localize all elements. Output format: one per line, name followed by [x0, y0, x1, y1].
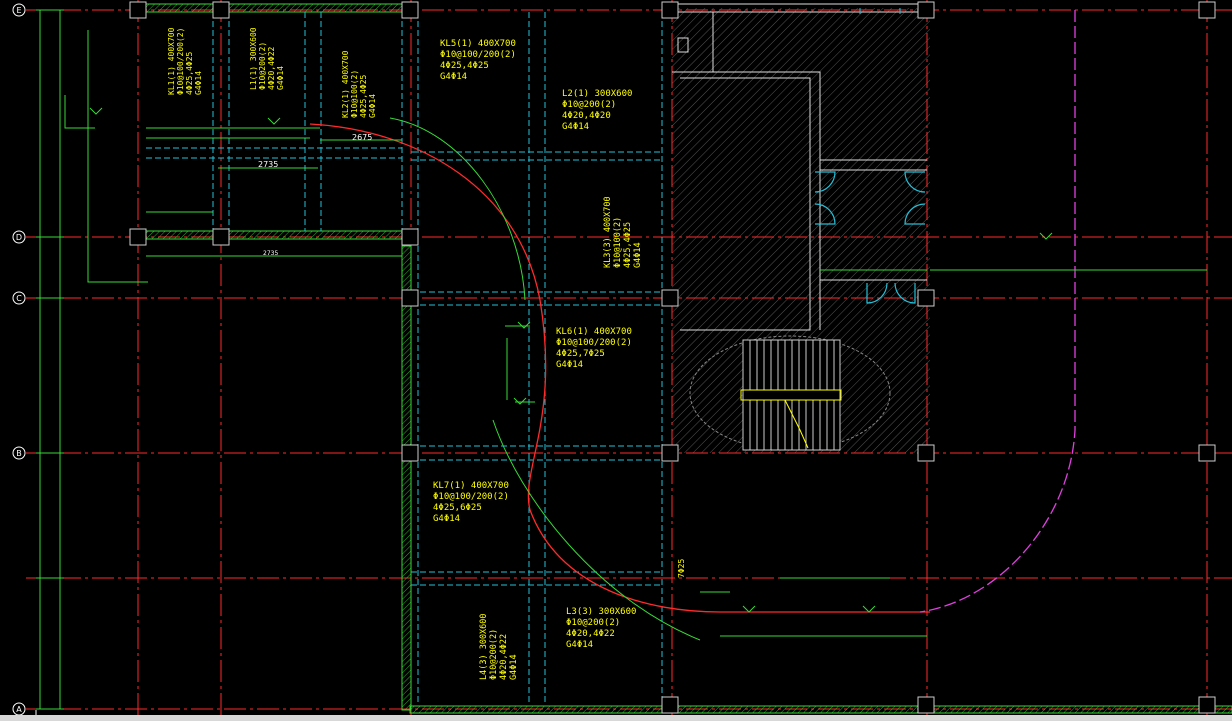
- svg-text:Φ10@100(2): Φ10@100(2): [613, 217, 623, 268]
- svg-text:4Φ20,4Φ22: 4Φ20,4Φ22: [499, 634, 509, 680]
- svg-text:L3(3) 300X600: L3(3) 300X600: [566, 607, 636, 617]
- svg-text:7Φ25: 7Φ25: [677, 559, 686, 578]
- beam-label-KL1: KL1(1) 400X700 Φ10@100/200(2) 4Φ25,4Φ25 …: [167, 27, 203, 95]
- svg-text:G4Φ14: G4Φ14: [633, 242, 643, 268]
- beam-label-L1: L1(1) 300X600 Φ10@200(2) 4Φ20,4Φ22 G4Φ14: [249, 27, 285, 90]
- doors: [814, 171, 926, 304]
- svg-text:Φ10@100(2): Φ10@100(2): [350, 70, 359, 118]
- dim-2735-a: 2735: [258, 160, 278, 169]
- svg-text:A: A: [16, 705, 22, 714]
- svg-text:4Φ25,4Φ25: 4Φ25,4Φ25: [623, 222, 633, 268]
- beam-label-L4: L4(3) 300X600 Φ10@200(2) 4Φ20,4Φ22 G4Φ14: [479, 613, 519, 680]
- axis-bubble-A: A: [12, 702, 26, 716]
- columns: [129, 1, 1216, 714]
- core-walls: [672, 12, 927, 331]
- svg-text:Φ10@200(2): Φ10@200(2): [566, 618, 620, 628]
- svg-text:B: B: [16, 449, 22, 458]
- svg-text:KL1(1) 400X700: KL1(1) 400X700: [167, 27, 176, 95]
- axis-bubble-D: D: [12, 230, 26, 244]
- beam-label-KL7: KL7(1) 400X700 Φ10@100/200(2) 4Φ25,6Φ25 …: [433, 481, 509, 524]
- beam-label-L3: L3(3) 300X600 Φ10@200(2) 4Φ20,4Φ22 G4Φ14: [566, 607, 636, 650]
- dim-2675: 2675: [352, 133, 372, 142]
- dimension-lines: [146, 127, 1207, 637]
- svg-text:G4Φ14: G4Φ14: [276, 66, 285, 90]
- svg-text:4Φ20,4Φ20: 4Φ20,4Φ20: [562, 111, 611, 121]
- svg-text:4Φ25,7Φ25: 4Φ25,7Φ25: [556, 349, 605, 359]
- axis-bubble-E: E: [12, 3, 26, 17]
- svg-text:4Φ25,4Φ25: 4Φ25,4Φ25: [185, 51, 194, 95]
- stair-treads: [749, 340, 835, 450]
- svg-text:E: E: [16, 6, 21, 15]
- svg-text:KL3(3) 400X700: KL3(3) 400X700: [603, 196, 613, 268]
- leader-curves: [389, 117, 701, 641]
- svg-text:KL5(1) 400X700: KL5(1) 400X700: [440, 39, 516, 49]
- svg-text:Φ10@100/200(2): Φ10@100/200(2): [433, 492, 509, 502]
- axis-bubbles: E D C B A: [12, 3, 26, 716]
- svg-text:G4Φ14: G4Φ14: [368, 94, 377, 118]
- svg-text:4Φ25,4Φ25: 4Φ25,4Φ25: [440, 61, 489, 71]
- svg-text:Φ10@200(2): Φ10@200(2): [489, 629, 499, 680]
- beam-label-KL2: KL2(1) 400X700 Φ10@100(2) 4Φ25,4Φ25 G4Φ1…: [341, 50, 377, 118]
- dim-2735-b: 2735: [263, 250, 278, 257]
- svg-text:G4Φ14: G4Φ14: [440, 72, 467, 82]
- svg-text:G4Φ14: G4Φ14: [566, 640, 593, 650]
- svg-text:L2(1) 300X600: L2(1) 300X600: [562, 89, 632, 99]
- dimension-values: 2675 2735 2735: [258, 133, 372, 257]
- svg-text:L4(3) 300X600: L4(3) 300X600: [479, 613, 489, 680]
- svg-text:G4Φ14: G4Φ14: [556, 360, 583, 370]
- beam-label-KL6: KL6(1) 400X700 Φ10@100/200(2) 4Φ25,7Φ25 …: [556, 327, 632, 370]
- axis-bubble-B: B: [12, 446, 26, 460]
- svg-text:4Φ25,6Φ25: 4Φ25,6Φ25: [433, 503, 482, 513]
- svg-text:G4Φ14: G4Φ14: [509, 654, 519, 680]
- rebar-note-7d25: 7Φ25: [677, 559, 686, 578]
- svg-text:Φ10@100/200(2): Φ10@100/200(2): [440, 50, 516, 60]
- svg-text:L1(1) 300X600: L1(1) 300X600: [249, 27, 258, 90]
- svg-text:Φ10@100/200(2): Φ10@100/200(2): [556, 338, 632, 348]
- svg-text:Φ10@200(2): Φ10@200(2): [258, 42, 267, 90]
- svg-text:G4Φ14: G4Φ14: [433, 514, 460, 524]
- svg-text:KL7(1) 400X700: KL7(1) 400X700: [433, 481, 509, 491]
- svg-text:G4Φ14: G4Φ14: [562, 122, 589, 132]
- svg-text:G4Φ14: G4Φ14: [194, 71, 203, 95]
- beam-label-L2: L2(1) 300X600 Φ10@200(2) 4Φ20,4Φ20 G4Φ14: [562, 89, 632, 132]
- svg-text:Φ10@100/200(2): Φ10@100/200(2): [176, 28, 185, 95]
- svg-text:C: C: [16, 294, 22, 303]
- grid-axis-lines: [26, 0, 1232, 715]
- beam-label-KL5: KL5(1) 400X700 Φ10@100/200(2) 4Φ25,4Φ25 …: [440, 39, 516, 82]
- beam-lines: [146, 8, 901, 705]
- curved-edge-magenta: [919, 10, 1076, 613]
- svg-text:4Φ25,4Φ25: 4Φ25,4Φ25: [359, 74, 368, 118]
- beam-labels: KL1(1) 400X700 Φ10@100/200(2) 4Φ25,4Φ25 …: [167, 27, 686, 680]
- left-dimension-chain: [36, 9, 148, 710]
- svg-text:4Φ20,4Φ22: 4Φ20,4Φ22: [566, 629, 615, 639]
- stair: [689, 335, 891, 451]
- level-markers: [89, 107, 1053, 613]
- beam-label-KL3: KL3(3) 400X700 Φ10@100(2) 4Φ25,4Φ25 G4Φ1…: [603, 196, 643, 268]
- curved-edge-red: [309, 123, 930, 613]
- axis-bubble-C: C: [12, 291, 26, 305]
- svg-text:KL2(1) 400X700: KL2(1) 400X700: [341, 50, 350, 118]
- svg-text:KL6(1) 400X700: KL6(1) 400X700: [556, 327, 632, 337]
- svg-text:Φ10@200(2): Φ10@200(2): [562, 100, 616, 110]
- svg-text:D: D: [16, 233, 22, 242]
- status-bar: [0, 715, 1232, 721]
- svg-text:4Φ20,4Φ22: 4Φ20,4Φ22: [267, 46, 276, 90]
